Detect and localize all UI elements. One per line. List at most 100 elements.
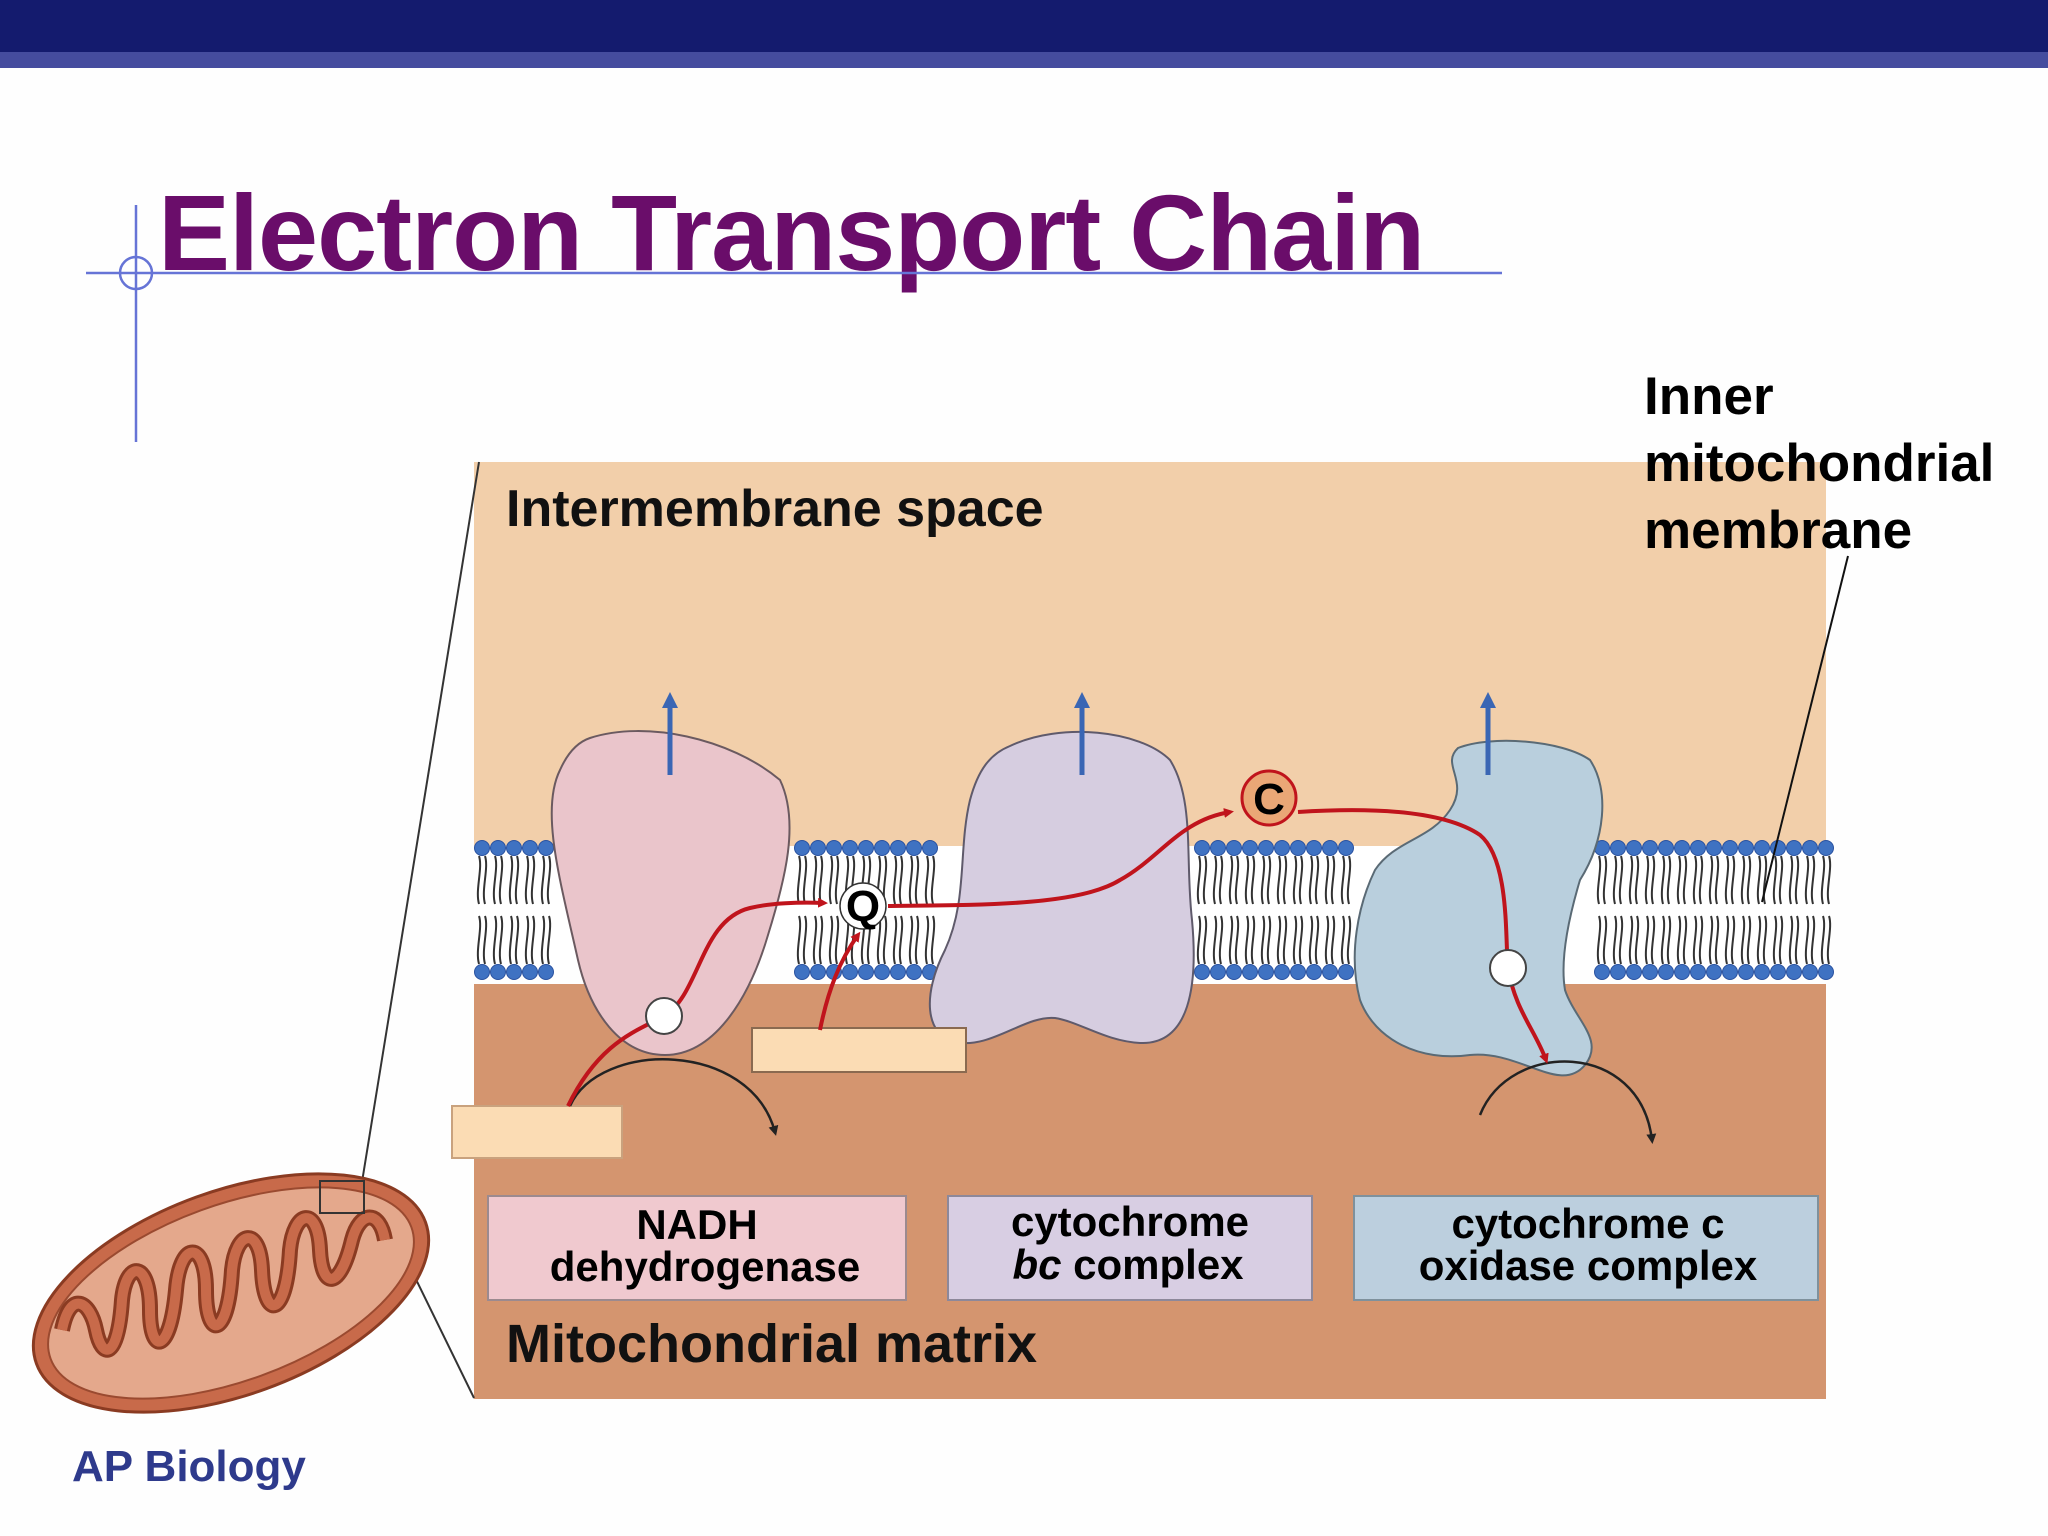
lipid-tail [1324,915,1330,965]
lipid-head [1690,840,1706,856]
lipid-head [906,840,922,856]
lipid-tail [1634,855,1640,905]
lipid-tail [1730,915,1736,965]
lipid-tail [802,855,808,905]
lipid-tail [1202,855,1208,905]
q-label: Q [846,882,880,931]
svg-text:cytochrome: cytochrome [1011,1198,1249,1245]
lipid-tail [1660,855,1666,905]
complex-label-oxidase: cytochrome c oxidase complex [1353,1195,1819,1301]
lipid-tail [1234,855,1240,905]
lipid-tail [1762,915,1768,965]
lipid-tail [828,915,834,965]
lipid-tail [898,855,904,905]
lipid-tail [1804,855,1810,905]
header-bar [0,0,2048,52]
lipid-tail [1746,915,1752,965]
lipid-tail [1676,855,1682,905]
lipid-tail [1324,855,1330,905]
lipid-tail [508,915,514,965]
lipid-tail [892,915,898,965]
lipid-tail [1650,855,1656,905]
lipid-head [1626,840,1642,856]
header-bar-accent [0,52,2048,68]
lipid-tail [1714,915,1720,965]
lipid-tail [812,855,818,905]
svg-text:membrane: membrane [1644,501,1912,560]
lipid-tail [796,915,802,965]
lipid-head [1258,964,1274,980]
reaction-arc-1 [568,1058,779,1136]
lipid-tail [914,915,920,965]
lipid-tail [1698,855,1704,905]
lipid-tail [1266,915,1272,965]
lipid-tail [540,855,546,905]
lipid-tail [1660,915,1666,965]
lipid-tail [1644,855,1650,905]
complex-label-nadh: NADH dehydrogenase [487,1195,907,1301]
lipid-head [1658,840,1674,856]
lipid-tail [1676,915,1682,965]
lipid-head [490,964,506,980]
lipid-head [506,964,522,980]
lipid-tail [908,915,914,965]
lipid-tail [1260,855,1266,905]
lipid-tail [1612,855,1618,905]
lipid-tail [1196,855,1202,905]
bc-italic: bc [1012,1241,1061,1288]
lipid-tail [1762,855,1768,905]
lipid-head [1642,840,1658,856]
lipid-head [1770,840,1786,856]
lipid-tail [1260,915,1266,965]
lipid-head [1322,840,1338,856]
lipid-tail [812,915,818,965]
lipid-tail [1596,855,1602,905]
nadh-dehydrogenase-protein [550,730,791,1057]
lipid-tail [1788,915,1794,965]
reaction-arc-2 [1478,1060,1657,1144]
lipid-tail [1794,915,1800,965]
lipid-head [1818,840,1834,856]
title-rule [86,205,1502,442]
lipid-tail [930,915,936,965]
lipid-tail [1292,855,1298,905]
intermembrane-label: Intermembrane space [506,480,1044,538]
lipid-head [1210,964,1226,980]
lipid-head [1706,964,1722,980]
lipid-tail [1196,915,1202,965]
lipid-head [1674,840,1690,856]
lipid-tail [1692,915,1698,965]
lipid-tail [924,855,930,905]
fe-s-center-1 [645,997,683,1035]
lipid-tail [1346,915,1352,965]
lipid-tail [1276,855,1282,905]
lipid-tail [1276,915,1282,965]
substrate-box-succinate [751,1027,967,1073]
lipid-tail [1308,915,1314,965]
lipid-tail [514,915,520,965]
svg-text:bc complex: bc complex [1012,1241,1244,1288]
lipid-tail [1682,915,1688,965]
lipid-head [1338,964,1354,980]
lipid-tail [1650,915,1656,965]
lipid-tail [924,915,930,965]
lipid-head [1226,840,1242,856]
proton-pump-arrows [662,692,1496,775]
matrix-label: Mitochondrial matrix [506,1314,1037,1374]
lipid-head [1754,964,1770,980]
lipid-tail [1596,915,1602,965]
lipid-head [1818,964,1834,980]
lipid-head [1594,964,1610,980]
mitochondrial-matrix [474,984,1826,1399]
lipid-head [810,840,826,856]
lipid-tail [498,855,504,905]
lipid-tail [1266,855,1272,905]
lipid-tail [1788,855,1794,905]
lipid-head [1786,964,1802,980]
cytochrome-bc-protein [928,730,1195,1045]
lipid-tail [1314,855,1320,905]
lipid-tail [1346,855,1352,905]
lipid-tail [1282,855,1288,905]
lipid-tail [1714,855,1720,905]
lipid-tail [492,855,498,905]
